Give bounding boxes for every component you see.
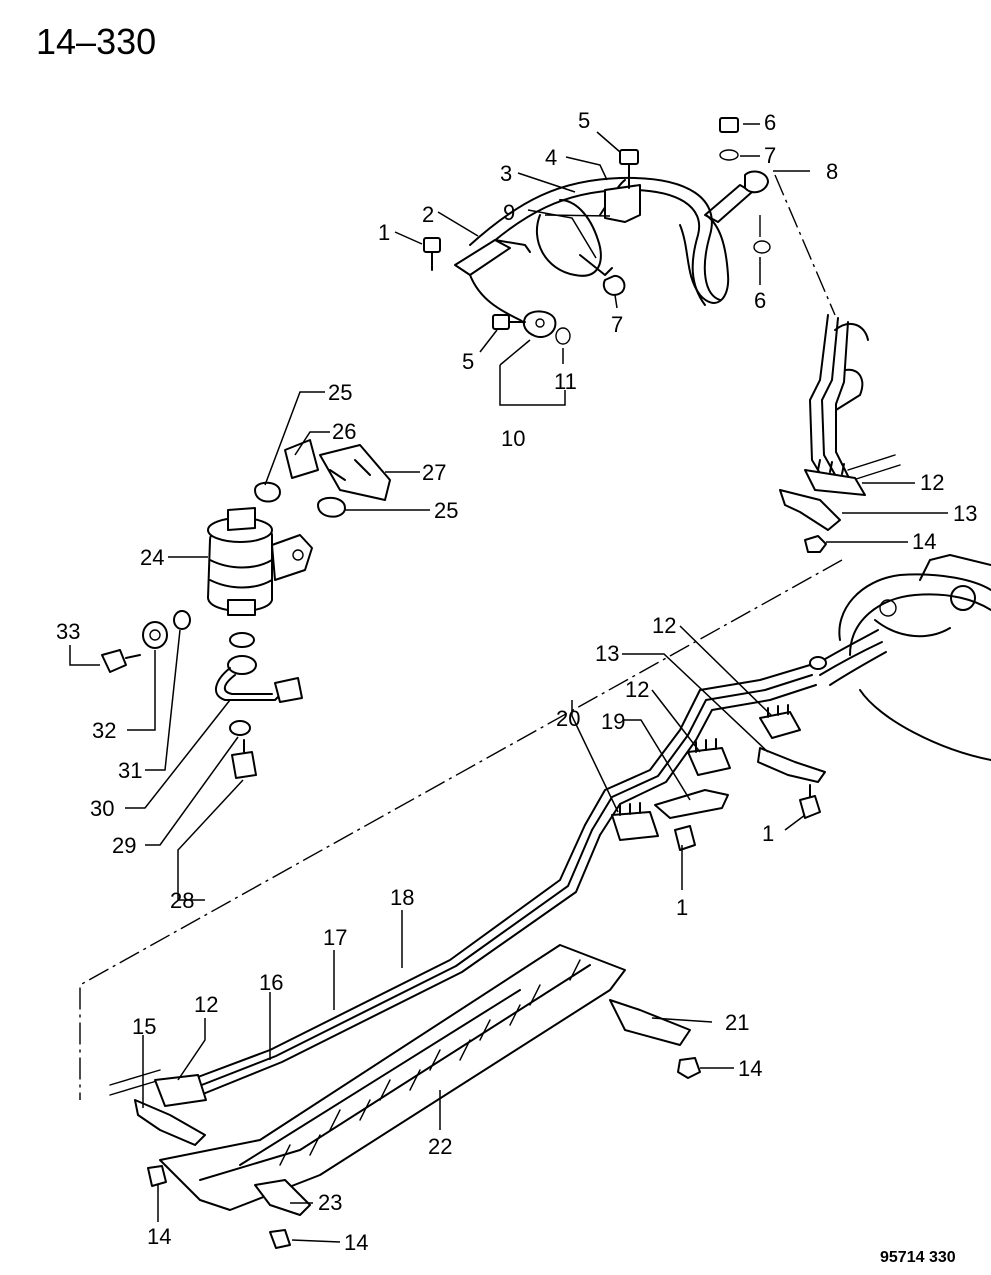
callout-29: 29 bbox=[112, 833, 136, 858]
page-reference: 14–330 bbox=[36, 21, 156, 62]
callout-2: 2 bbox=[422, 202, 434, 227]
callout-14-bottom: 14 bbox=[344, 1230, 368, 1255]
figure-code: 95714 330 bbox=[880, 1249, 956, 1266]
leader-lines bbox=[69, 123, 948, 1243]
callout-11: 11 bbox=[554, 369, 577, 394]
callout-6-upper: 6 bbox=[764, 110, 776, 135]
group-boundary-lines bbox=[79, 174, 843, 1100]
callout-14-lower-left: 14 bbox=[147, 1224, 171, 1249]
callout-7-upper: 7 bbox=[764, 143, 776, 168]
callout-25-lower: 25 bbox=[434, 498, 458, 523]
callout-13-right: 13 bbox=[953, 501, 977, 526]
callout-24: 24 bbox=[140, 545, 164, 570]
callout-6-lower: 6 bbox=[754, 288, 766, 313]
upper-pipe-assembly bbox=[423, 117, 771, 345]
callout-12-mid-lower: 12 bbox=[625, 677, 649, 702]
fuel-filter-assembly bbox=[101, 439, 391, 779]
callout-5-lower: 5 bbox=[462, 349, 474, 374]
callout-13-mid: 13 bbox=[595, 641, 619, 666]
callout-9: 9 bbox=[503, 200, 515, 225]
callout-12-right: 12 bbox=[920, 470, 944, 495]
callout-12-lower: 12 bbox=[194, 992, 218, 1017]
callout-27: 27 bbox=[422, 460, 446, 485]
callout-19: 19 bbox=[601, 709, 625, 734]
callout-labels: 1 2 3 4 5 6 7 8 9 10 11 12 13 14 15 16 1… bbox=[56, 108, 977, 1255]
callout-30: 30 bbox=[90, 796, 114, 821]
callout-15: 15 bbox=[132, 1014, 156, 1039]
callout-21: 21 bbox=[725, 1010, 749, 1035]
callout-14-lower-right: 14 bbox=[738, 1056, 762, 1081]
callout-25-upper: 25 bbox=[328, 380, 352, 405]
callout-28: 28 bbox=[170, 888, 194, 913]
callout-17: 17 bbox=[323, 925, 347, 950]
callout-23: 23 bbox=[318, 1190, 342, 1215]
long-tubes bbox=[109, 824, 601, 1097]
fuel-tank-outline bbox=[809, 554, 991, 761]
callout-10: 10 bbox=[501, 426, 525, 451]
callout-12-mid-upper: 12 bbox=[652, 613, 676, 638]
right-tube-bundle bbox=[779, 314, 901, 553]
callout-4: 4 bbox=[545, 145, 557, 170]
callout-20: 20 bbox=[556, 706, 580, 731]
callout-14-right: 14 bbox=[912, 529, 936, 554]
callout-16: 16 bbox=[259, 970, 283, 995]
callout-26: 26 bbox=[332, 419, 356, 444]
callout-7-lower: 7 bbox=[611, 312, 623, 337]
callout-18: 18 bbox=[390, 885, 414, 910]
callout-33: 33 bbox=[56, 619, 80, 644]
callout-8: 8 bbox=[826, 159, 838, 184]
callout-32: 32 bbox=[92, 718, 116, 743]
callout-1-right: 1 bbox=[762, 821, 774, 846]
callout-5-upper: 5 bbox=[578, 108, 590, 133]
skid-plate-assembly bbox=[134, 944, 701, 1249]
mid-tube-routing bbox=[584, 664, 826, 851]
callout-1-center: 1 bbox=[676, 895, 688, 920]
callout-1-upper: 1 bbox=[378, 220, 390, 245]
callout-22: 22 bbox=[428, 1134, 452, 1159]
callout-3: 3 bbox=[500, 161, 512, 186]
callout-31: 31 bbox=[118, 758, 142, 783]
